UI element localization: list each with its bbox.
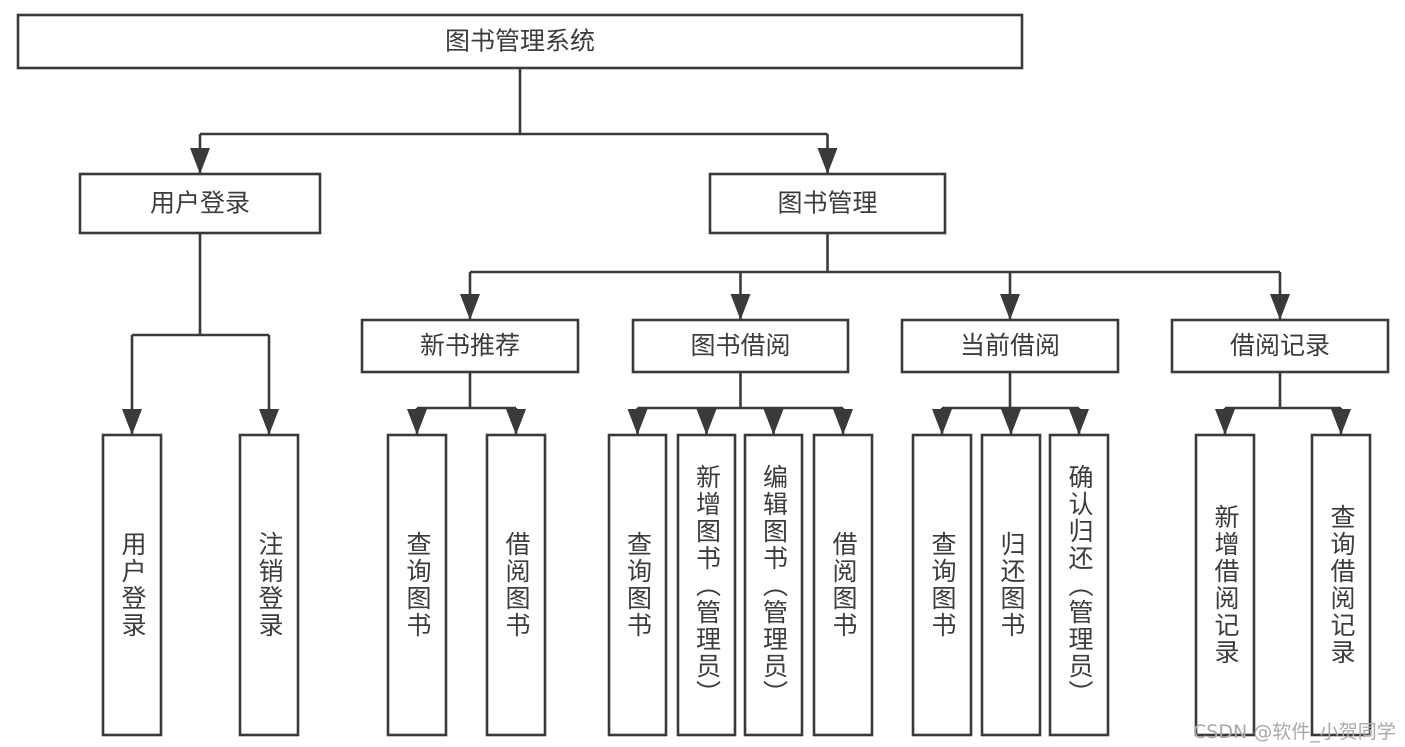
- node-box[interactable]: [1048, 433, 1110, 737]
- edge-arrowhead: [627, 409, 648, 435]
- node-box[interactable]: [911, 433, 973, 737]
- edge-arrowhead: [259, 409, 279, 435]
- node-label-book-borrow: 图书借阅: [690, 331, 790, 360]
- edge-arrowhead: [122, 409, 142, 435]
- node-label-borrow-record: 借阅记录: [1230, 331, 1330, 360]
- node-leaf-query-book-1[interactable]: [386, 433, 448, 737]
- node-box[interactable]: [980, 433, 1042, 737]
- node-leaf-add-book[interactable]: [676, 433, 737, 737]
- edge-arrowhead: [407, 409, 427, 435]
- node-borrow-record[interactable]: 借阅记录: [1170, 318, 1390, 374]
- edge-arrowhead: [817, 148, 838, 174]
- node-book-manage[interactable]: 图书管理: [708, 172, 947, 235]
- node-box[interactable]: [1194, 433, 1256, 737]
- edge-arrowhead: [730, 294, 751, 320]
- node-new-book-recommend[interactable]: 新书推荐: [360, 318, 580, 374]
- node-leaf-borrow-book-1[interactable]: [485, 433, 547, 737]
- node-box[interactable]: [812, 433, 874, 737]
- node-box[interactable]: [16, 13, 1024, 70]
- node-box[interactable]: [676, 433, 737, 737]
- edge-arrowhead: [1001, 409, 1021, 435]
- node-current-borrow[interactable]: 当前借阅: [900, 318, 1120, 374]
- edge-arrowhead: [1270, 294, 1290, 320]
- edge-arrowhead: [1215, 409, 1235, 435]
- node-box[interactable]: [1310, 433, 1372, 737]
- edge-arrowhead: [190, 148, 210, 174]
- csdn-watermark: CSDN @软件_小贺同学: [1193, 721, 1396, 743]
- edges-layer: [122, 68, 1351, 435]
- node-label-user-login: 用户登录: [150, 189, 250, 218]
- node-box[interactable]: [485, 433, 547, 737]
- node-box[interactable]: [607, 433, 668, 737]
- node-label-current-borrow: 当前借阅: [960, 331, 1060, 360]
- edge-arrowhead: [696, 409, 717, 435]
- node-leaf-user-login[interactable]: [101, 433, 163, 737]
- node-leaf-borrow-book-2[interactable]: [812, 433, 874, 737]
- edge-arrowhead: [506, 409, 526, 435]
- node-label-new-book-recommend: 新书推荐: [420, 331, 520, 360]
- node-user-login[interactable]: 用户登录: [78, 172, 322, 235]
- node-leaf-query-book-3[interactable]: [911, 433, 973, 737]
- node-box[interactable]: [708, 172, 947, 235]
- node-box[interactable]: [900, 318, 1120, 374]
- node-leaf-query-record[interactable]: [1310, 433, 1372, 737]
- node-box[interactable]: [238, 433, 300, 737]
- edge-arrowhead: [932, 409, 952, 435]
- edge-arrowhead: [763, 409, 784, 435]
- node-box[interactable]: [631, 318, 850, 374]
- node-box[interactable]: [1170, 318, 1390, 374]
- edge-arrowhead: [1000, 294, 1020, 320]
- node-box[interactable]: [78, 172, 322, 235]
- node-box[interactable]: [743, 433, 804, 737]
- node-root[interactable]: 图书管理系统: [16, 13, 1024, 70]
- node-box[interactable]: [360, 318, 580, 374]
- node-leaf-edit-book[interactable]: [743, 433, 804, 737]
- node-box[interactable]: [386, 433, 448, 737]
- node-label-root: 图书管理系统: [445, 27, 595, 56]
- node-book-borrow[interactable]: 图书借阅: [631, 318, 850, 374]
- node-leaf-logout[interactable]: [238, 433, 300, 737]
- edge-arrowhead: [460, 294, 480, 320]
- node-box[interactable]: [101, 433, 163, 737]
- node-leaf-confirm-return[interactable]: [1048, 433, 1110, 737]
- edge-arrowhead: [833, 409, 853, 435]
- node-leaf-return-book[interactable]: [980, 433, 1042, 737]
- node-leaf-query-book-2[interactable]: [607, 433, 668, 737]
- edge-arrowhead: [1331, 409, 1351, 435]
- node-label-book-manage: 图书管理: [777, 189, 877, 218]
- edge-arrowhead: [1069, 409, 1089, 435]
- node-leaf-add-record[interactable]: [1194, 433, 1256, 737]
